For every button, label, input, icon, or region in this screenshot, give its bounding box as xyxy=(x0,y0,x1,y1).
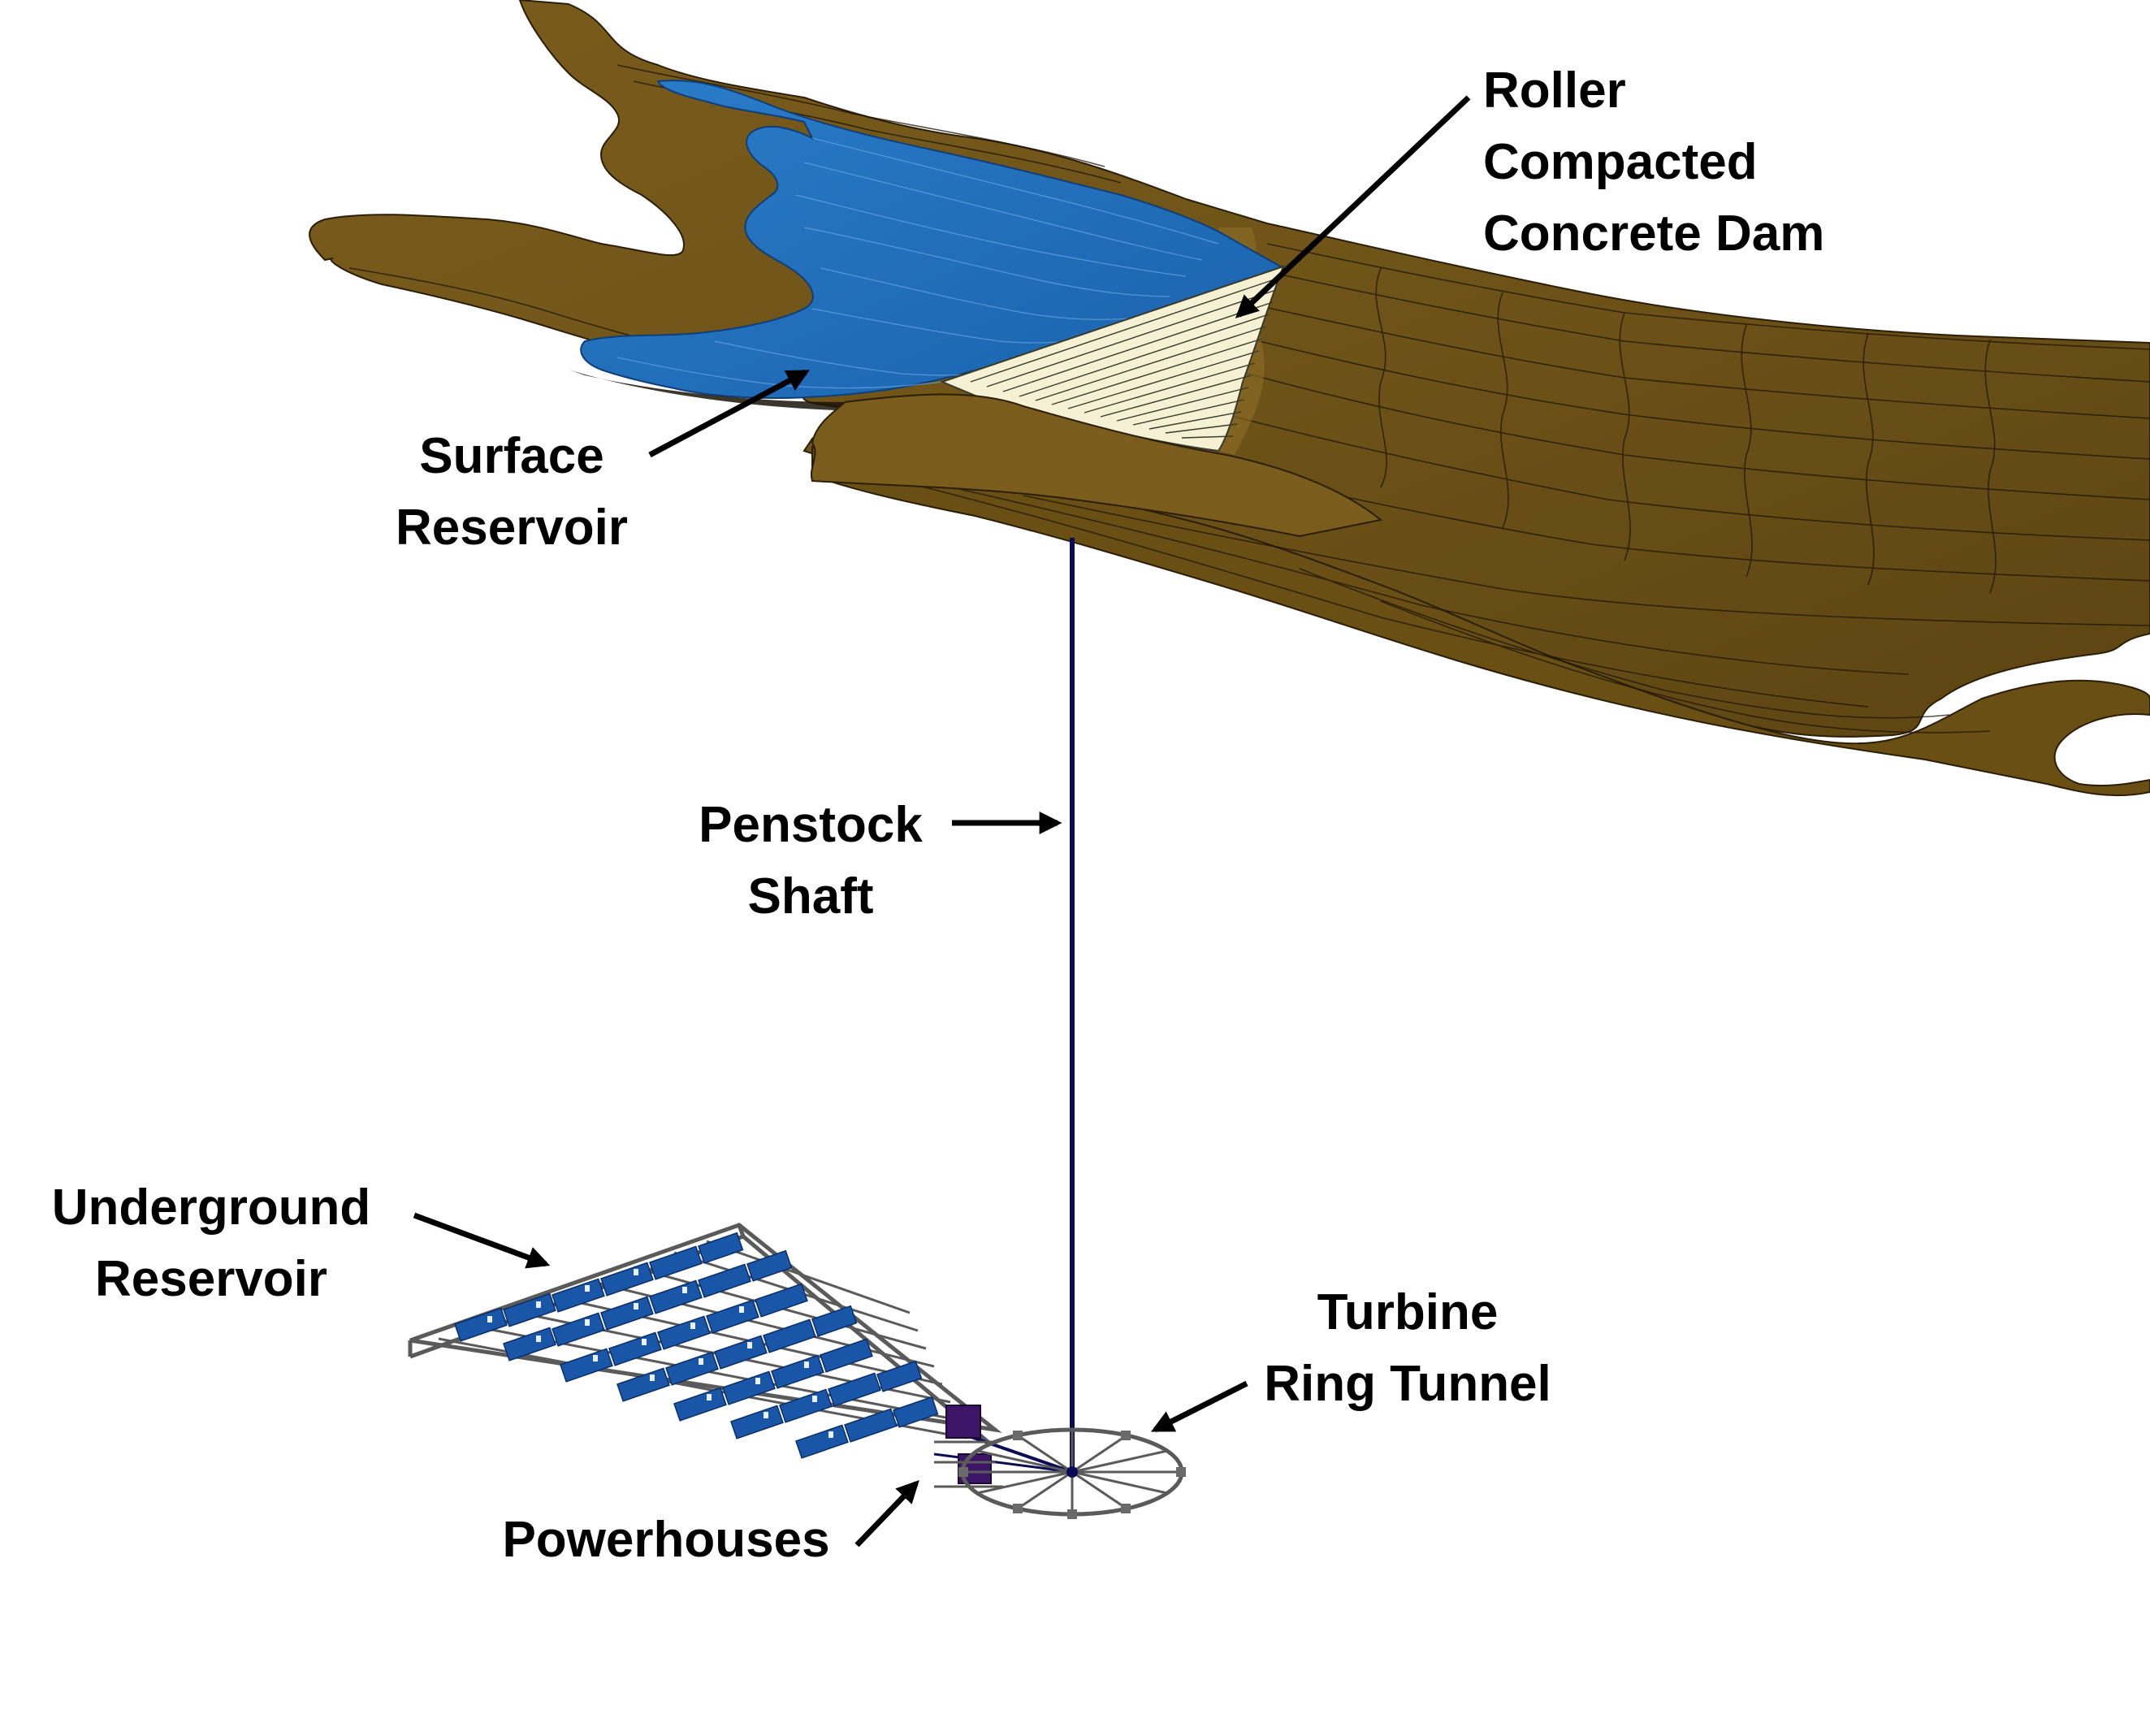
ring-spokes xyxy=(963,1430,1182,1514)
label-turbine-ring-tunnel: Turbine Ring Tunnel xyxy=(1241,1277,1574,1420)
surface-reservoir-line1: Surface xyxy=(419,428,604,484)
underground-reservoir-line1: Underground xyxy=(51,1180,371,1236)
turbine-line1: Turbine xyxy=(1317,1284,1499,1340)
powerhouse-1 xyxy=(945,1405,981,1439)
underground-reservoir-line2: Reservoir xyxy=(94,1251,328,1307)
label-underground-reservoir: Underground Reservoir xyxy=(32,1172,390,1315)
dam-arrow xyxy=(1235,95,1471,318)
penstock-line1: Penstock xyxy=(699,797,923,853)
connector-tunnel-2 xyxy=(933,1452,1073,1474)
label-powerhouses: Powerhouses xyxy=(479,1504,853,1576)
penstock-line2: Shaft xyxy=(747,868,874,924)
label-roller-compacted-concrete-dam: Roller Compacted Concrete Dam xyxy=(1483,55,1824,270)
dam-lines xyxy=(970,277,1280,439)
dam-label-line2: Compacted xyxy=(1483,134,1758,190)
surface-reservoir-arrow xyxy=(648,369,810,458)
dam-label-line1: Roller xyxy=(1483,63,1626,119)
turbine-arrow xyxy=(1151,1380,1248,1433)
reservoir-rim xyxy=(569,370,845,410)
water-body xyxy=(580,80,1286,400)
ring-nodes xyxy=(958,1431,1186,1519)
storage-chambers xyxy=(454,1232,939,1459)
label-penstock-shaft: Penstock Shaft xyxy=(681,790,941,933)
terrain-front-ridge xyxy=(810,393,1383,538)
powerhouses-line1: Powerhouses xyxy=(502,1512,830,1568)
powerhouses-arrow xyxy=(854,1479,919,1548)
underground-reservoir-arrow xyxy=(413,1212,551,1269)
chamber-windows xyxy=(487,1269,833,1438)
surface-reservoir-water xyxy=(569,80,1286,410)
underground-reservoir xyxy=(408,1223,1002,1459)
turbine-ring-tunnel xyxy=(958,1427,1186,1519)
dam-label-line3: Concrete Dam xyxy=(1483,206,1825,262)
callout-arrows xyxy=(413,95,1471,1548)
ring-hub xyxy=(1066,1466,1078,1478)
surface-reservoir-line2: Reservoir xyxy=(395,500,629,556)
label-surface-reservoir: Surface Reservoir xyxy=(374,421,650,564)
turbine-line2: Ring Tunnel xyxy=(1264,1356,1551,1412)
powerhouses xyxy=(933,1405,1073,1488)
